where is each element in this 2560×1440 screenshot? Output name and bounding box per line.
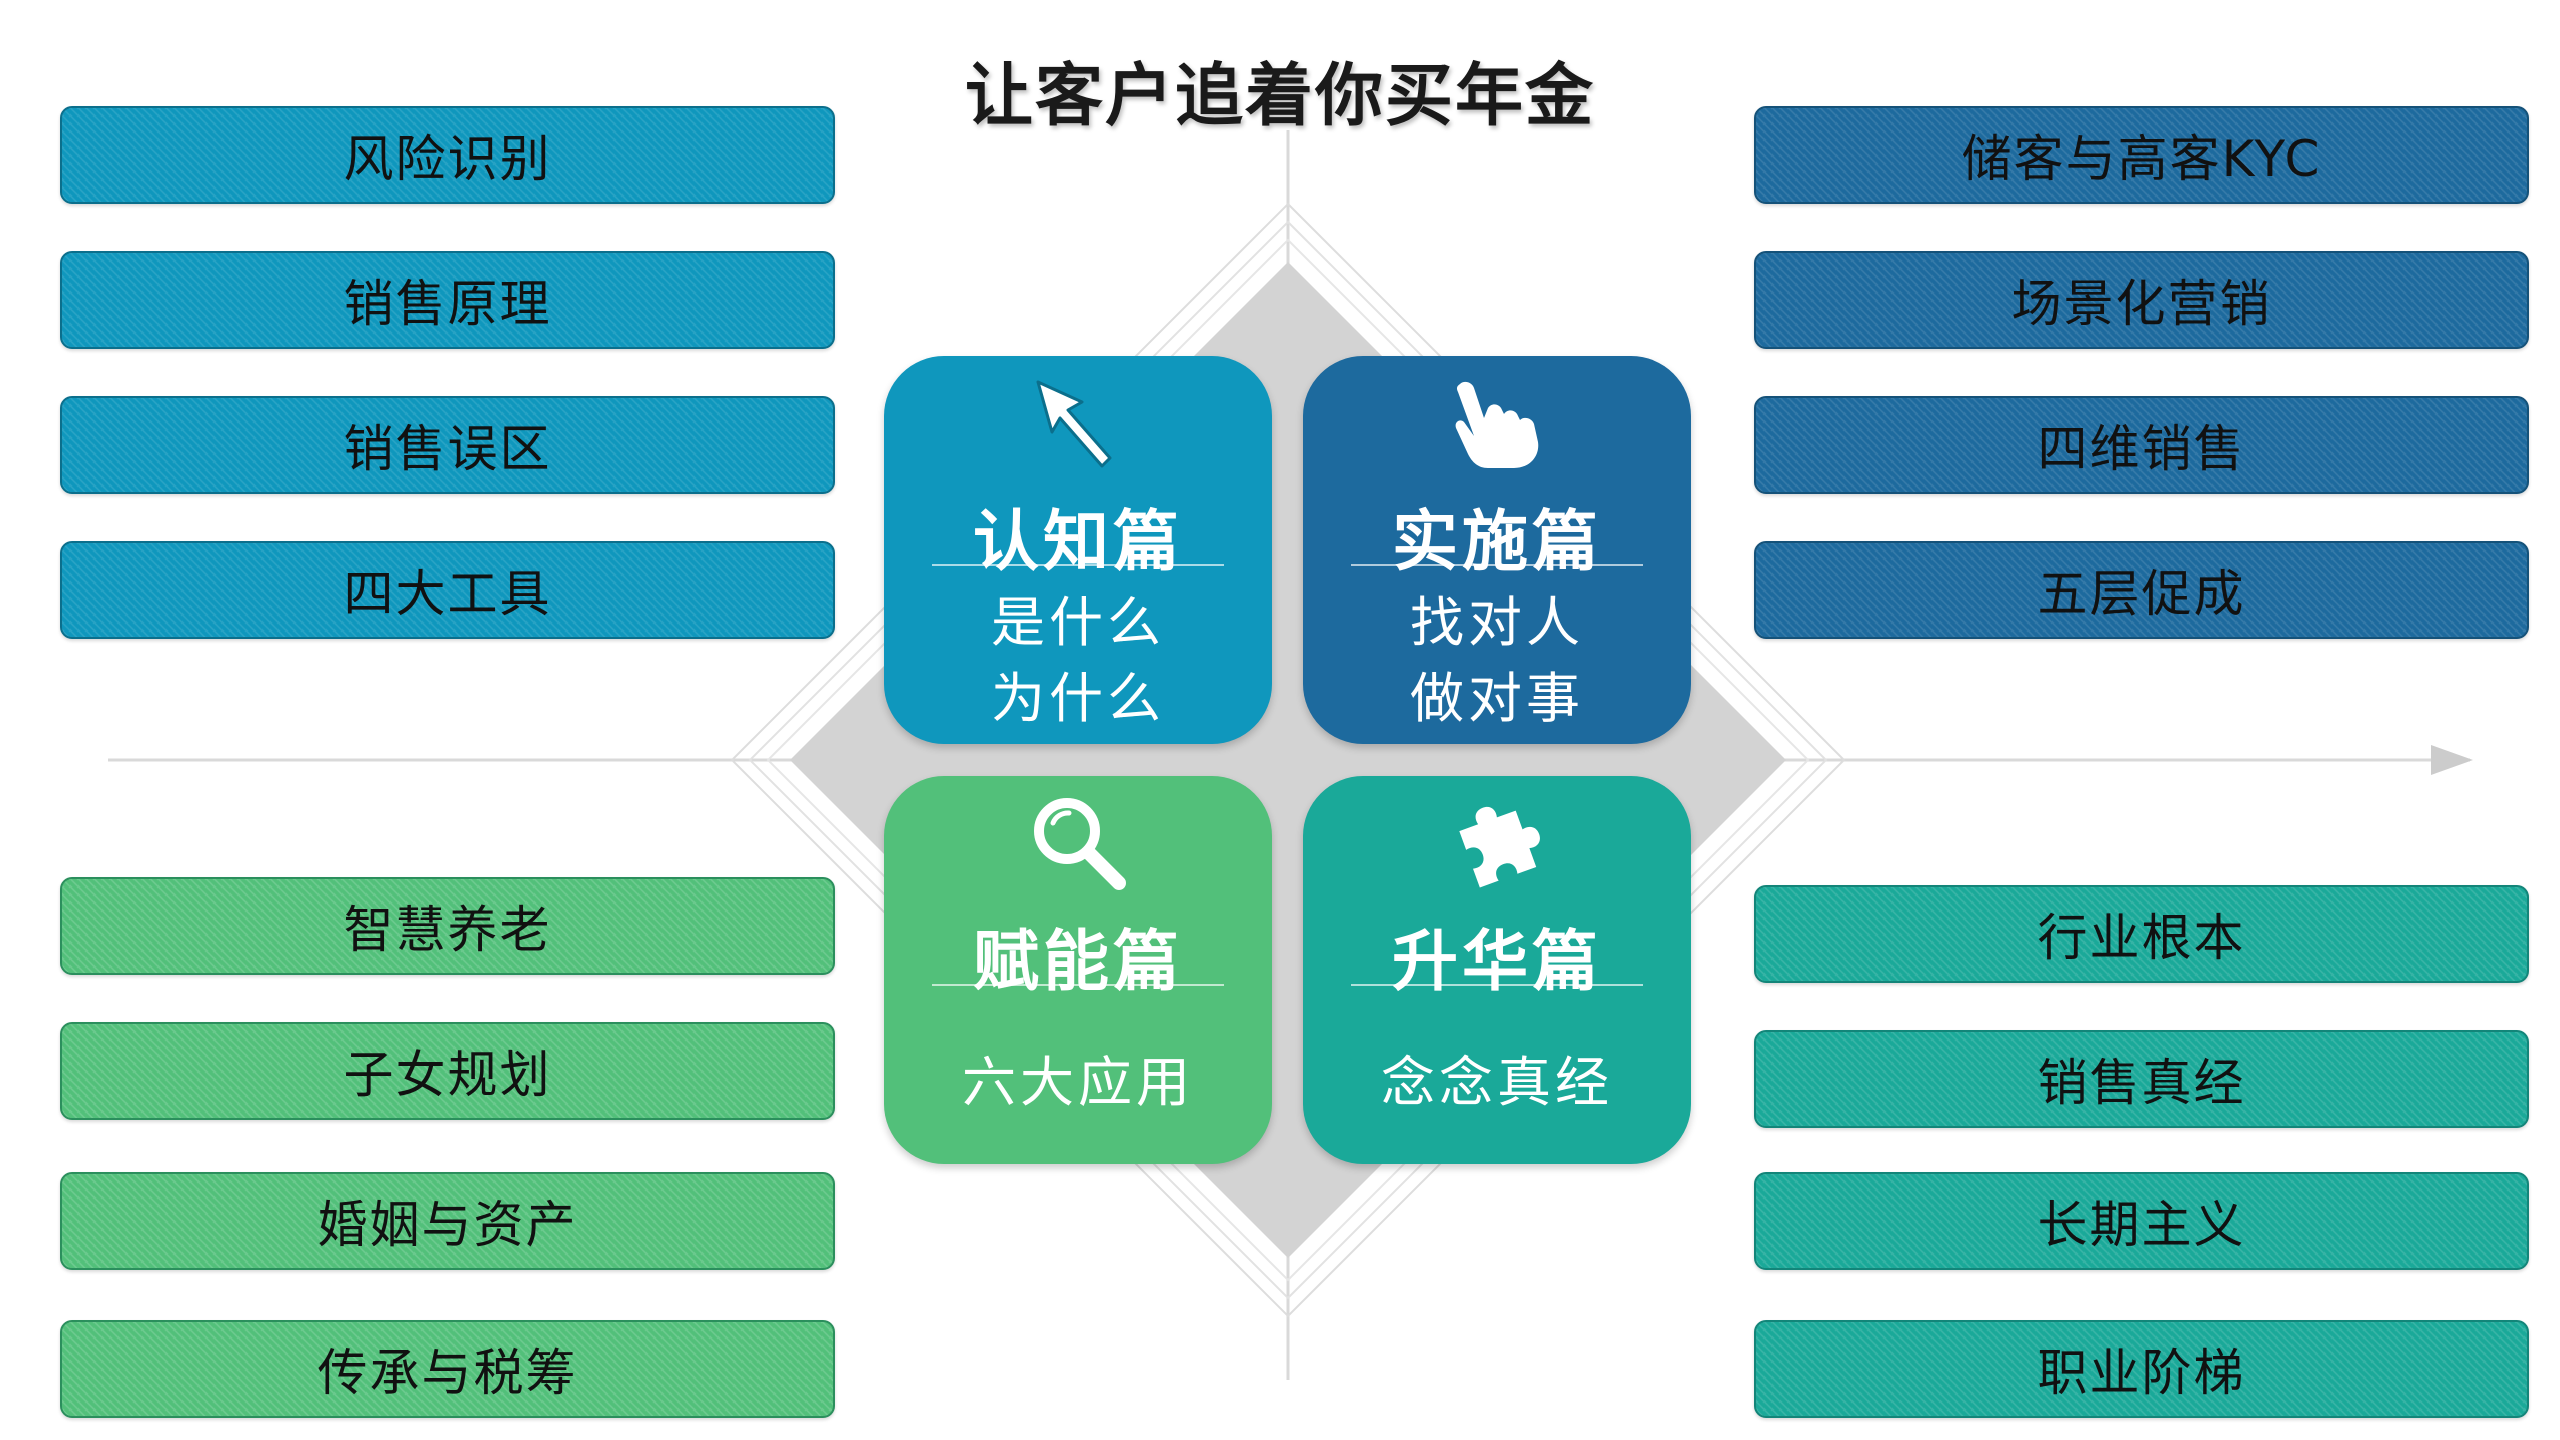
cursor-arrow-icon	[884, 364, 1272, 484]
pill-long-termism[interactable]: 长期主义	[1754, 1172, 2529, 1270]
pill-four-tools[interactable]: 四大工具	[60, 541, 835, 639]
card-title: 赋能篇	[973, 923, 1183, 1000]
card-title: 认知篇	[973, 503, 1183, 580]
card-implementation[interactable]: 实施篇 找对人 做对事	[1303, 356, 1691, 744]
pill-career-ladder[interactable]: 职业阶梯	[1754, 1320, 2529, 1418]
card-divider	[932, 564, 1224, 566]
pill-risk-identification[interactable]: 风险识别	[60, 106, 835, 204]
pill-smart-retirement[interactable]: 智慧养老	[60, 877, 835, 975]
puzzle-piece-icon	[1303, 784, 1691, 904]
pill-customer-kyc[interactable]: 储客与高客KYC	[1754, 106, 2529, 204]
page-title: 让客户追着你买年金	[964, 57, 1595, 136]
pill-industry-fundamentals[interactable]: 行业根本	[1754, 885, 2529, 983]
card-line: 做对事	[1410, 667, 1584, 730]
card-divider	[1351, 984, 1643, 986]
card-cognition[interactable]: 认知篇 是什么 为什么	[884, 356, 1272, 744]
card-line: 找对人	[1410, 591, 1584, 654]
pill-children-planning[interactable]: 子女规划	[60, 1022, 835, 1120]
pill-sales-mistakes[interactable]: 销售误区	[60, 396, 835, 494]
card-line: 是什么	[991, 591, 1165, 654]
pill-five-layer-closing[interactable]: 五层促成	[1754, 541, 2529, 639]
card-divider	[1351, 564, 1643, 566]
card-divider	[932, 984, 1224, 986]
pill-marriage-assets[interactable]: 婚姻与资产	[60, 1172, 835, 1270]
card-title: 升华篇	[1392, 923, 1602, 1000]
card-line: 念念真经	[1381, 1051, 1613, 1114]
pill-sales-principle[interactable]: 销售原理	[60, 251, 835, 349]
card-empowerment[interactable]: 赋能篇 六大应用	[884, 776, 1272, 1164]
pill-four-dimension-sales[interactable]: 四维销售	[1754, 396, 2529, 494]
magnifier-icon	[884, 784, 1272, 904]
card-title: 实施篇	[1392, 503, 1602, 580]
card-line: 六大应用	[962, 1051, 1194, 1114]
pointing-hand-icon	[1303, 364, 1691, 484]
pill-scenario-marketing[interactable]: 场景化营销	[1754, 251, 2529, 349]
pill-sales-scripture[interactable]: 销售真经	[1754, 1030, 2529, 1128]
pill-inheritance-tax[interactable]: 传承与税筹	[60, 1320, 835, 1418]
card-sublimation[interactable]: 升华篇 念念真经	[1303, 776, 1691, 1164]
card-line: 为什么	[991, 667, 1165, 730]
